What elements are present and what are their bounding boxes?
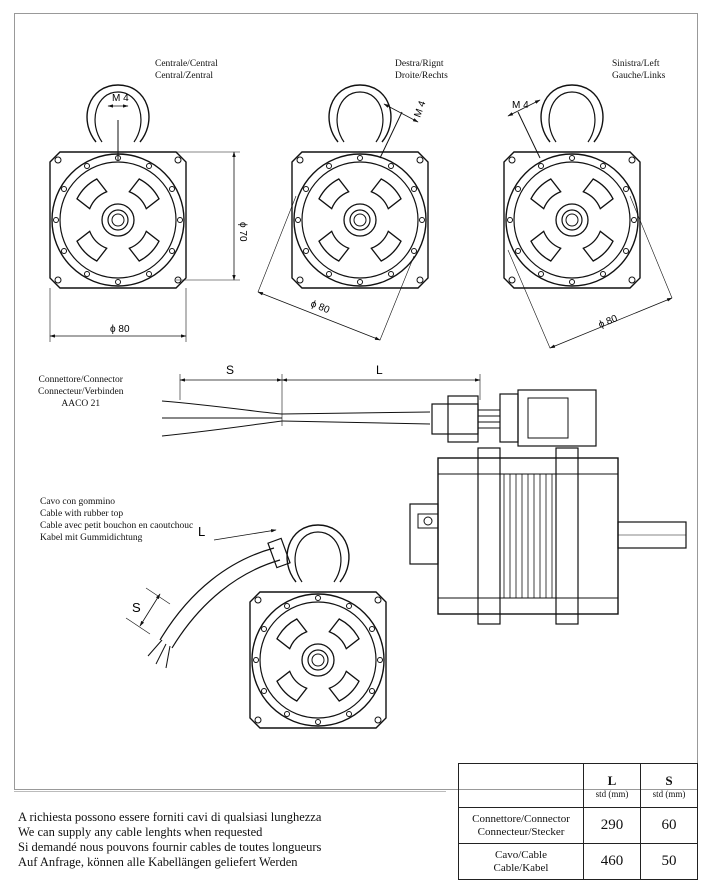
table-corner — [458, 763, 584, 808]
left-view-label: Sinistra/Left Gauche/Links — [612, 59, 666, 81]
connector-s-label: S — [226, 363, 234, 377]
motor-side-view — [409, 447, 687, 625]
cable-label: Cavo con gommino Cable with rubber top C… — [40, 497, 194, 543]
row-value-s: 50 — [640, 843, 698, 880]
table-row: Connettore/Connector Connecteur/Stecker … — [458, 807, 698, 844]
central-dim-horizontal: ϕ 80 — [110, 324, 130, 335]
central-view-label: Centrale/Central Central/Zentral — [155, 59, 218, 81]
cable-l-label: L — [198, 524, 205, 539]
row-value-l: 290 — [583, 807, 641, 844]
connector-assembly — [161, 374, 597, 447]
drawing-frame — [14, 13, 698, 790]
cable-spec-table: L std (mm) S std (mm) Connettore/Connect… — [458, 763, 698, 880]
row-value-s: 60 — [640, 807, 698, 844]
table-row: Cavo/Cable Cable/Kabel 460 50 — [458, 843, 698, 880]
table-header-s: S std (mm) — [640, 763, 698, 808]
row-value-l: 460 — [583, 843, 641, 880]
right-thread-label: M 4 — [412, 99, 428, 119]
connector-l-label: L — [376, 363, 383, 377]
row-label: Connettore/Connector Connecteur/Stecker — [458, 807, 584, 844]
left-dim-label: ϕ 80 — [597, 313, 620, 331]
note-line: We can supply any cable lenghts when req… — [18, 825, 263, 839]
cable-length-notes: A richiesta possono essere forniti cavi … — [18, 810, 321, 870]
central-thread-label: M 4 — [112, 93, 129, 104]
row-label: Cavo/Cable Cable/Kabel — [458, 843, 584, 880]
connector-label: Connettore/Connector Connecteur/Verbinde… — [38, 375, 124, 409]
cable-view — [125, 524, 387, 729]
note-line: A richiesta possono essere forniti cavi … — [18, 810, 322, 824]
note-line: Auf Anfrage, können alle Kabellängen gel… — [18, 855, 298, 869]
left-thread-label: M 4 — [512, 100, 529, 111]
cable-s-label: S — [132, 600, 141, 615]
right-view — [257, 84, 429, 341]
central-dim-vertical: ϕ 70 — [237, 222, 248, 242]
left-view — [503, 84, 673, 349]
table-header-l: L std (mm) — [583, 763, 641, 808]
notes-separator — [14, 791, 446, 792]
right-view-label: Destra/Rignt Droite/Rechts — [395, 59, 448, 81]
note-line: Si demandé nous pouvons fournir cables d… — [18, 840, 322, 854]
central-view — [49, 84, 240, 342]
